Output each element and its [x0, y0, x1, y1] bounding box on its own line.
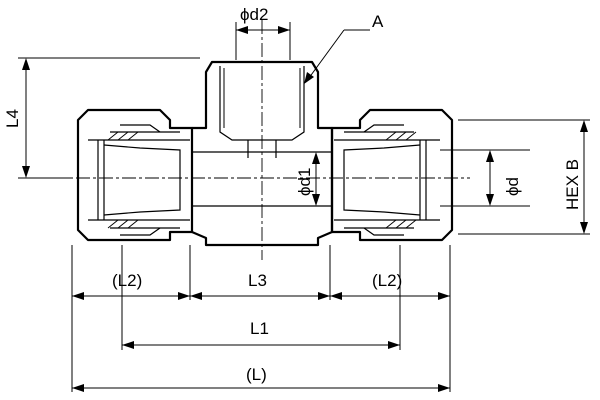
callout-a-leader — [304, 29, 370, 84]
extension-lines — [18, 22, 590, 392]
dim-l1 — [122, 341, 400, 349]
dim-row-l2-l3 — [72, 292, 450, 300]
fitting-body — [76, 60, 454, 247]
dim-l-overall — [72, 384, 450, 392]
label-l4: L4 — [3, 109, 22, 128]
label-l2-left: (L2) — [112, 271, 142, 290]
label-l: (L) — [246, 365, 267, 384]
label-hex-b: HEX B — [563, 159, 582, 210]
label-l3: L3 — [248, 271, 267, 290]
label-l1: L1 — [250, 319, 269, 338]
right-ferrule-assembly — [334, 124, 440, 236]
label-d: ϕd — [503, 177, 522, 196]
dim-l4 — [22, 58, 30, 178]
dim-d — [486, 150, 494, 206]
label-d2: ϕd2 — [240, 5, 268, 24]
dim-hex-b — [580, 120, 588, 234]
label-l2-right: (L2) — [372, 271, 402, 290]
dim-d2 — [236, 26, 290, 34]
vertical-flow-bore — [247, 140, 277, 158]
label-callout-a: A — [372, 12, 384, 31]
central-body — [191, 60, 334, 247]
dim-d1 — [312, 152, 320, 206]
left-ferrule-assembly — [88, 124, 190, 236]
label-d1: ϕd1 — [295, 168, 314, 196]
